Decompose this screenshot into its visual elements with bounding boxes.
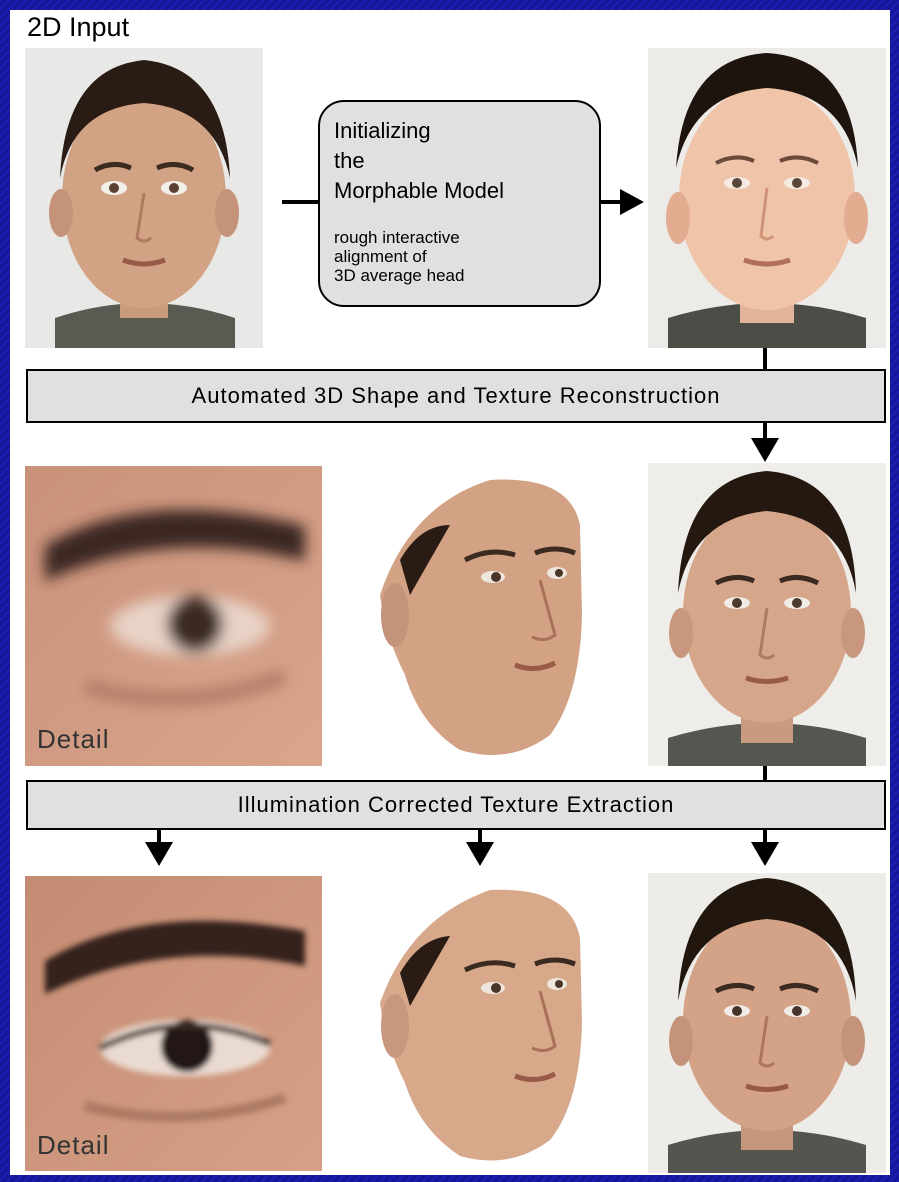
connector-line — [601, 200, 621, 204]
reconstructed-3d-head — [350, 465, 590, 770]
connector-line — [478, 830, 482, 844]
input-title: 2D Input — [27, 12, 130, 42]
arrow-right-icon — [620, 189, 644, 215]
arrow-down-icon — [751, 842, 779, 866]
arrow-down-icon — [466, 842, 494, 866]
connector-line — [763, 423, 767, 441]
detail-label: Detail — [37, 724, 110, 754]
textured-3d-head — [350, 878, 590, 1173]
input-face-photo — [25, 48, 263, 348]
connector-line — [157, 830, 161, 844]
final-face-render — [648, 873, 886, 1173]
reconstructed-face-render — [648, 463, 886, 766]
connector-line — [282, 200, 318, 204]
arrow-down-icon — [145, 842, 173, 866]
connector-line — [763, 830, 767, 844]
connector-line — [763, 766, 767, 780]
init-box-subtitle: rough interactive alignment of 3D averag… — [334, 228, 465, 285]
detail-label: Detail — [37, 1130, 110, 1160]
illumination-banner: Illumination Corrected Texture Extractio… — [26, 780, 886, 830]
eye-detail-sharp: Detail — [25, 876, 322, 1171]
init-box-title: Initializing the Morphable Model — [334, 118, 504, 203]
arrow-down-icon — [751, 438, 779, 462]
average-head-render — [648, 48, 886, 348]
eye-detail-blurred: Detail — [25, 466, 322, 766]
reconstruction-banner: Automated 3D Shape and Texture Reconstru… — [26, 369, 886, 423]
connector-line — [763, 348, 767, 370]
initializing-box: Initializing the Morphable Model rough i… — [318, 100, 601, 307]
